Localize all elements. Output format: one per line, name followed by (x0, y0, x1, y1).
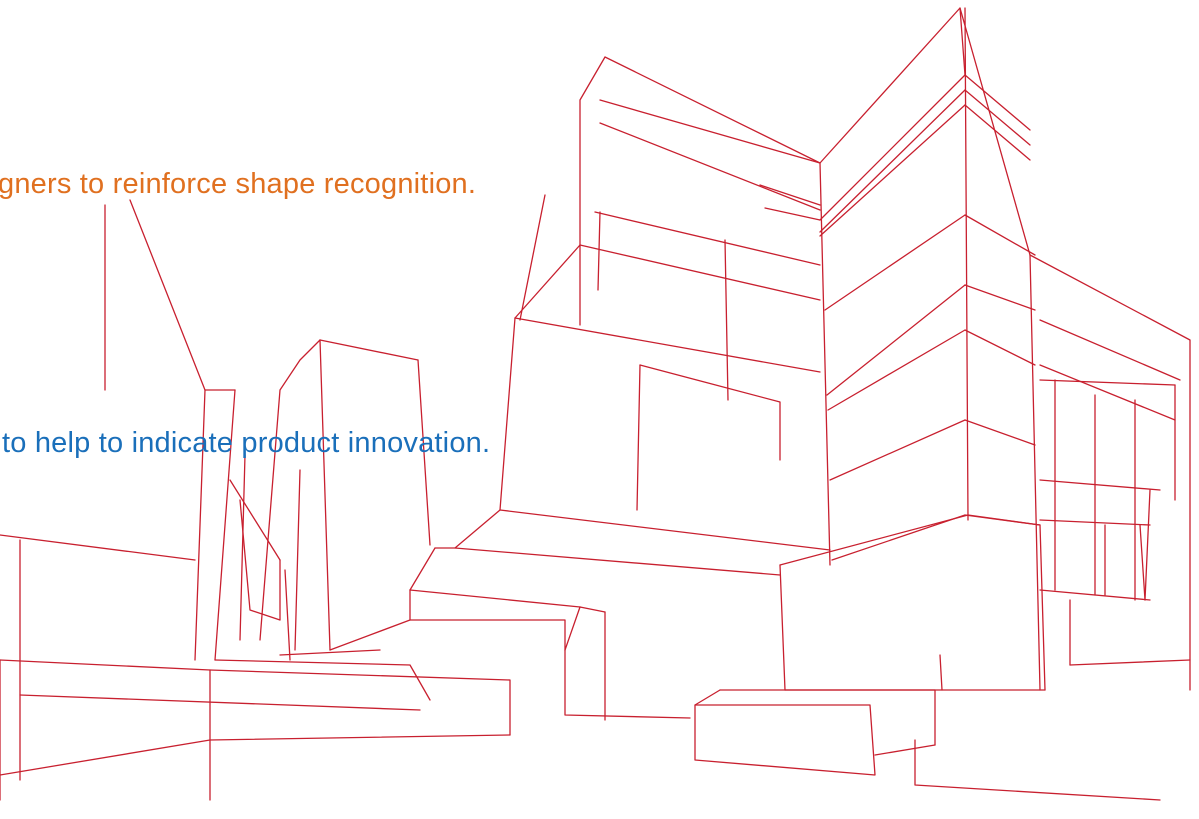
caption-shape-recognition: gners to reinforce shape recognition. (0, 168, 477, 200)
tower-left-edge (579, 56, 606, 246)
caption-product-innovation: to help to indicate product innovation. (2, 427, 491, 459)
tower-top (604, 7, 1031, 256)
building-outline-group (0, 7, 1191, 801)
